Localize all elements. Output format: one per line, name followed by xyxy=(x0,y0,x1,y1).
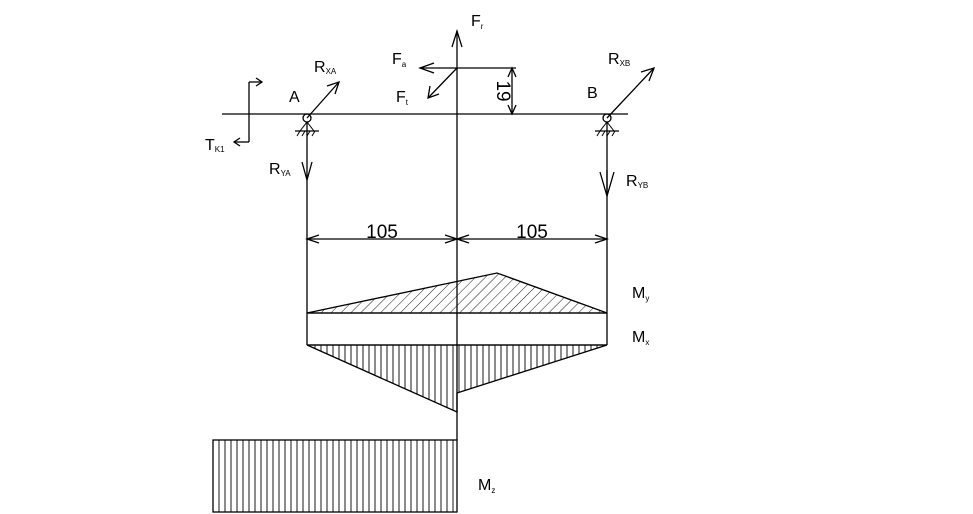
label-moment-my: My xyxy=(632,285,649,303)
label-point-b: B xyxy=(587,85,598,102)
label-reaction-rxb: RXB xyxy=(608,51,630,68)
label-force-ft: Ft xyxy=(396,89,409,107)
label-reaction-rya: RYA xyxy=(269,161,291,178)
torque-tk1-symbol xyxy=(232,77,264,147)
label-offset-dim: 19 xyxy=(492,80,513,101)
label-force-fr: Fr xyxy=(471,13,484,31)
label-moment-mx: Mx xyxy=(632,329,649,347)
label-span-right: 105 xyxy=(516,222,548,243)
label-reaction-ryb: RYB xyxy=(626,173,648,190)
support-b-symbol xyxy=(595,113,619,137)
moment-mz-diagram xyxy=(212,439,458,513)
reaction-rxa-arrow xyxy=(306,80,341,119)
span-dimension xyxy=(304,234,610,244)
label-moment-mz: Mz xyxy=(478,477,495,495)
force-fa-arrow xyxy=(418,62,516,74)
reaction-rxb-arrow xyxy=(606,66,656,119)
force-fr-arrow xyxy=(451,28,463,68)
moment-mx-diagram xyxy=(306,344,608,414)
force-ft-arrow xyxy=(427,67,458,99)
label-torque-tk1: TK1 xyxy=(205,137,225,154)
label-point-a: A xyxy=(289,89,300,106)
offset-dimension xyxy=(507,66,517,116)
label-span-left: 105 xyxy=(366,222,398,243)
support-a-symbol xyxy=(295,113,319,137)
label-reaction-rxa: RXA xyxy=(314,59,337,76)
reaction-ryb-arrow xyxy=(599,170,615,199)
reaction-rya-arrow xyxy=(301,161,313,183)
label-force-fa: Fa xyxy=(392,51,407,69)
